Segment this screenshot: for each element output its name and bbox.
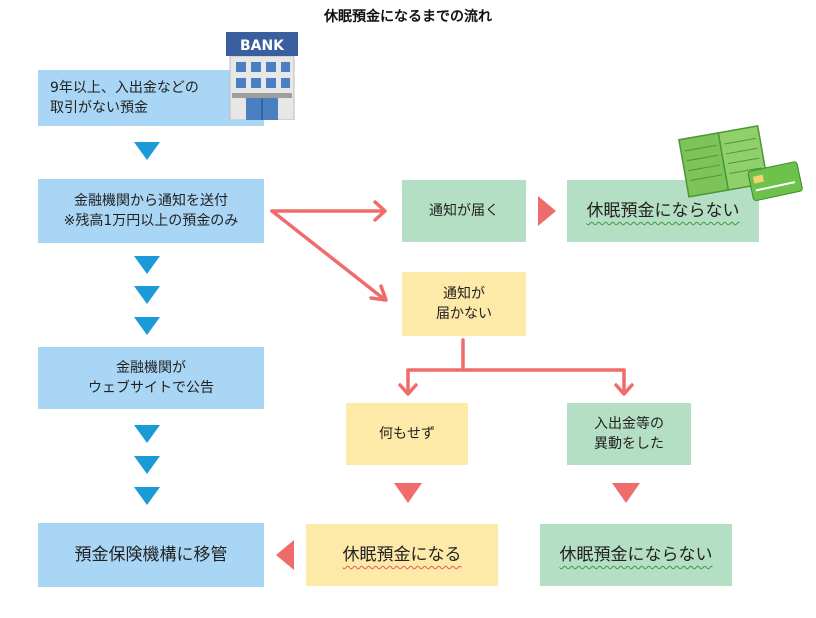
node-not-delivered: 通知が 届かない — [402, 272, 526, 336]
node-transaction-line2: 異動をした — [594, 436, 664, 452]
node-announce-line1: 金融機関が — [116, 360, 186, 376]
down-arrow-icon — [134, 487, 160, 505]
node-not-delivered-line1: 通知が — [443, 286, 485, 302]
node-start-line1: 9年以上、入出金などの — [50, 80, 199, 96]
node-start: 9年以上、入出金などの 取引がない預金 — [38, 70, 264, 126]
node-transfer: 預金保険機構に移管 — [38, 523, 264, 587]
node-transaction-line1: 入出金等の — [594, 416, 664, 432]
node-start-line2: 取引がない預金 — [50, 100, 148, 116]
left-arrow-icon — [276, 540, 294, 570]
node-not-delivered-line2: 届かない — [436, 306, 492, 322]
node-do-nothing: 何もせず — [346, 403, 468, 465]
down-arrow-icon — [134, 142, 160, 160]
node-announce: 金融機関が ウェブサイトで公告 — [38, 347, 264, 409]
node-becomes-dormant-label: 休眠預金になる — [342, 545, 462, 565]
right-arrow-icon — [538, 196, 556, 226]
node-notify-line2: ※残高1万円以上の預金のみ — [63, 213, 239, 229]
node-do-nothing-label: 何もせず — [379, 426, 435, 442]
node-transaction: 入出金等の 異動をした — [567, 403, 691, 465]
node-delivered: 通知が届く — [402, 180, 526, 242]
bank-sign-text: BANK — [240, 38, 285, 54]
node-notify-line1: 金融機関から通知を送付 — [74, 193, 228, 209]
node-not-dormant-2-label: 休眠預金にならない — [559, 545, 713, 565]
node-delivered-label: 通知が届く — [429, 203, 499, 219]
down-arrow-icon — [612, 483, 640, 503]
node-transfer-label: 預金保険機構に移管 — [74, 545, 228, 565]
down-arrow-icon — [394, 483, 422, 503]
page-title: 休眠預金になるまでの流れ — [324, 9, 492, 25]
node-notify: 金融機関から通知を送付 ※残高1万円以上の預金のみ — [38, 179, 264, 243]
down-arrow-icon — [134, 456, 160, 474]
node-announce-line2: ウェブサイトで公告 — [88, 380, 214, 396]
node-not-dormant-1-label: 休眠預金にならない — [586, 201, 740, 221]
branch-arrows — [270, 200, 634, 396]
down-arrow-icon — [134, 425, 160, 443]
node-becomes-dormant: 休眠預金になる — [306, 524, 498, 586]
down-arrow-icon — [134, 286, 160, 304]
down-arrow-icon — [134, 256, 160, 274]
node-not-dormant-2: 休眠預金にならない — [540, 524, 732, 586]
passbook-and-card-icon — [678, 125, 803, 201]
down-arrow-icon — [134, 317, 160, 335]
bank-building-icon: BANK — [226, 32, 298, 120]
